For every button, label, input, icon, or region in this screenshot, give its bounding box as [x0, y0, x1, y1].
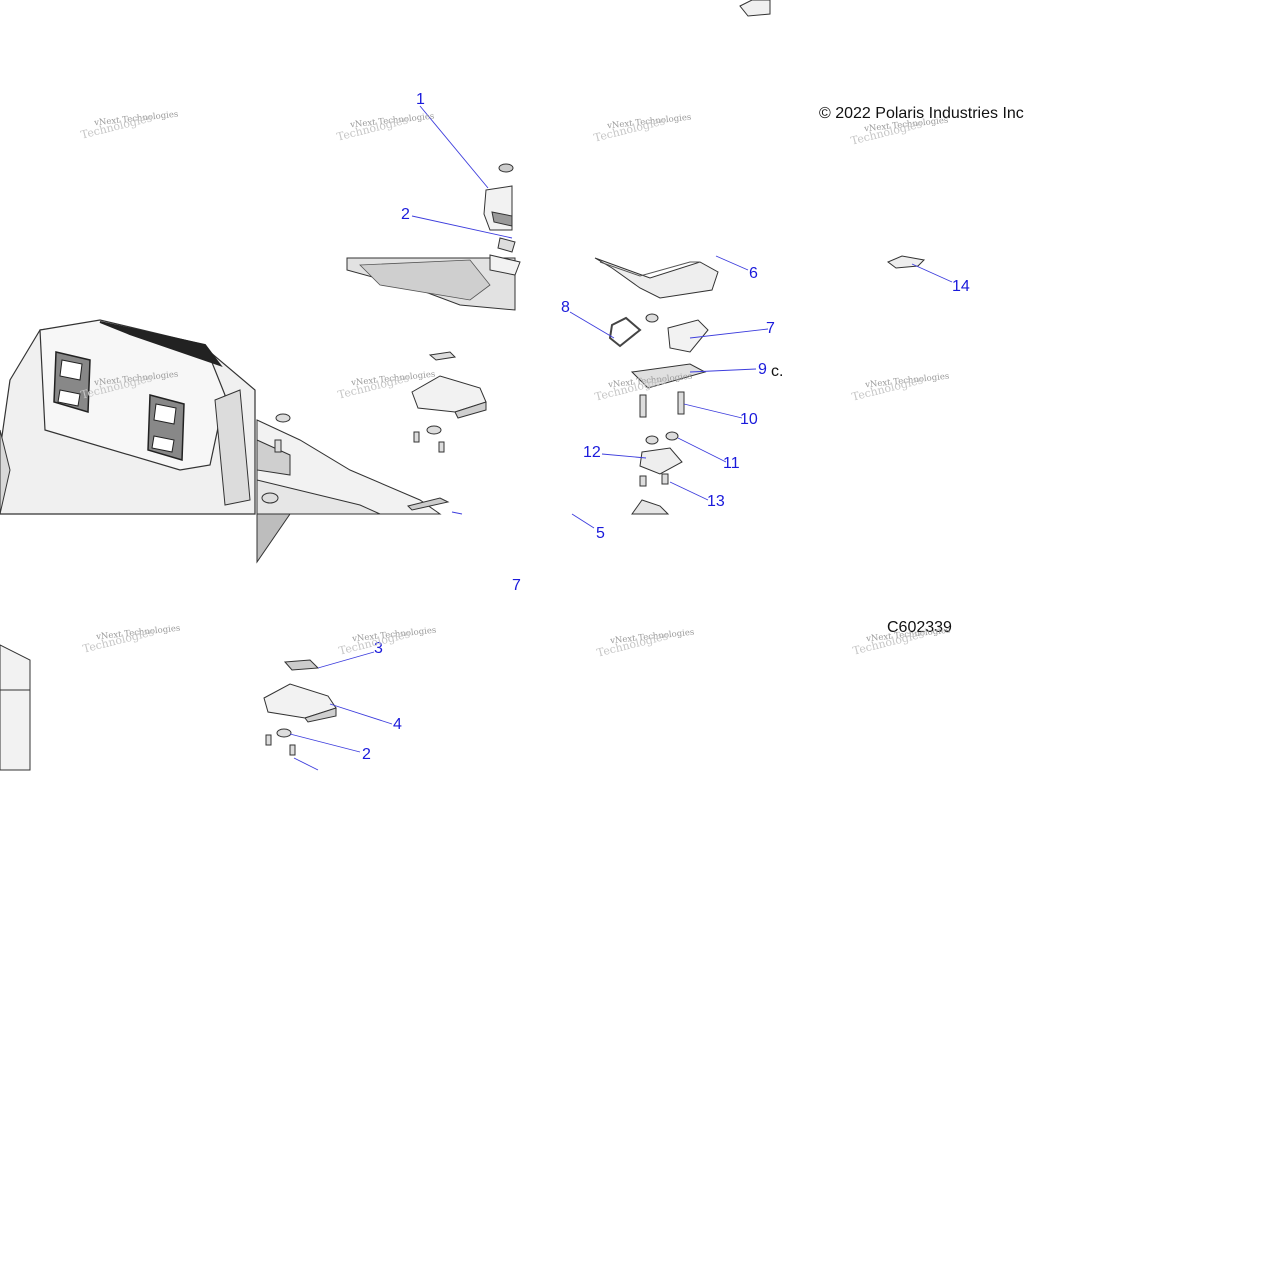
callout-5: 5	[596, 525, 605, 542]
callout-7-fragment: 7	[766, 320, 775, 337]
copyright-fragment: c.	[771, 363, 784, 380]
tile-rail-bottom-left	[256, 413, 442, 564]
tile-small-part-14	[887, 255, 926, 269]
leader-lines	[289, 105, 953, 771]
tile-cargo-box	[0, 258, 257, 515]
tile-rail-top	[346, 254, 521, 311]
callout-2-bottom: 2	[362, 746, 371, 763]
tile-cargo-box-edge	[0, 644, 31, 771]
callout-10: 10	[740, 411, 758, 428]
callout-2: 2	[401, 206, 410, 223]
tile-top-fragment	[739, 0, 771, 17]
callout-11: 11	[723, 455, 740, 472]
copyright-text: © 2022 Polaris Industries Inc	[819, 105, 1024, 122]
callout-9: 9	[758, 361, 767, 378]
callout-3: 3	[374, 640, 383, 657]
tile-slider-bottom	[263, 659, 337, 756]
callout-1: 1	[416, 91, 425, 108]
tile-latch-plate	[594, 257, 719, 515]
callout-13: 13	[707, 493, 725, 510]
callout-12: 12	[583, 444, 601, 461]
figure-id: C602339	[887, 619, 952, 636]
callout-14: 14	[952, 278, 970, 295]
callout-4: 4	[393, 716, 402, 733]
callout-8: 8	[561, 299, 570, 316]
tile-slider-top	[483, 163, 516, 253]
callout-7: 7	[512, 577, 521, 594]
callout-6: 6	[749, 265, 758, 282]
tile-slider-middle	[407, 351, 487, 511]
